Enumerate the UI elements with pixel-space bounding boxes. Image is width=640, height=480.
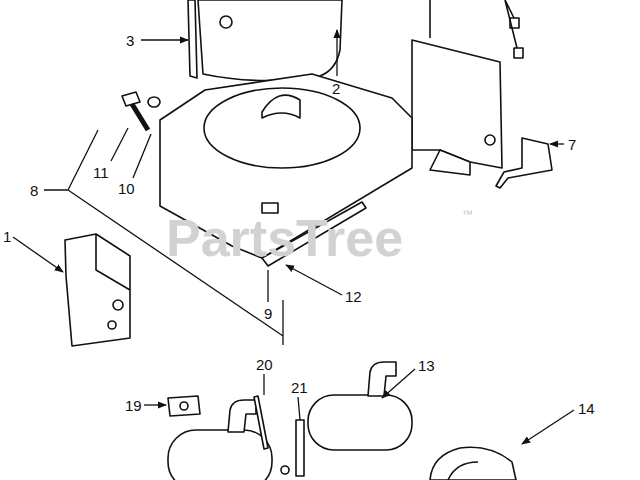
callout-number: 10 bbox=[118, 180, 135, 197]
callout-number: 14 bbox=[578, 400, 595, 417]
trademark-mark: ™ bbox=[462, 208, 473, 220]
callout-number: 11 bbox=[93, 164, 109, 181]
callout-number: 12 bbox=[345, 288, 362, 305]
callout-number: 19 bbox=[125, 397, 142, 414]
callout-number: 9 bbox=[264, 305, 272, 322]
callout-number: 1 bbox=[3, 228, 11, 245]
callout-number: 21 bbox=[291, 379, 308, 396]
watermark: PartsTree bbox=[166, 210, 403, 266]
callout-number: 3 bbox=[126, 32, 134, 49]
callout-number: 8 bbox=[30, 182, 38, 199]
callout-number: 13 bbox=[418, 357, 435, 374]
callout-number: 20 bbox=[256, 356, 273, 373]
callout-number: 2 bbox=[332, 80, 340, 97]
callout-number: 7 bbox=[568, 136, 576, 153]
